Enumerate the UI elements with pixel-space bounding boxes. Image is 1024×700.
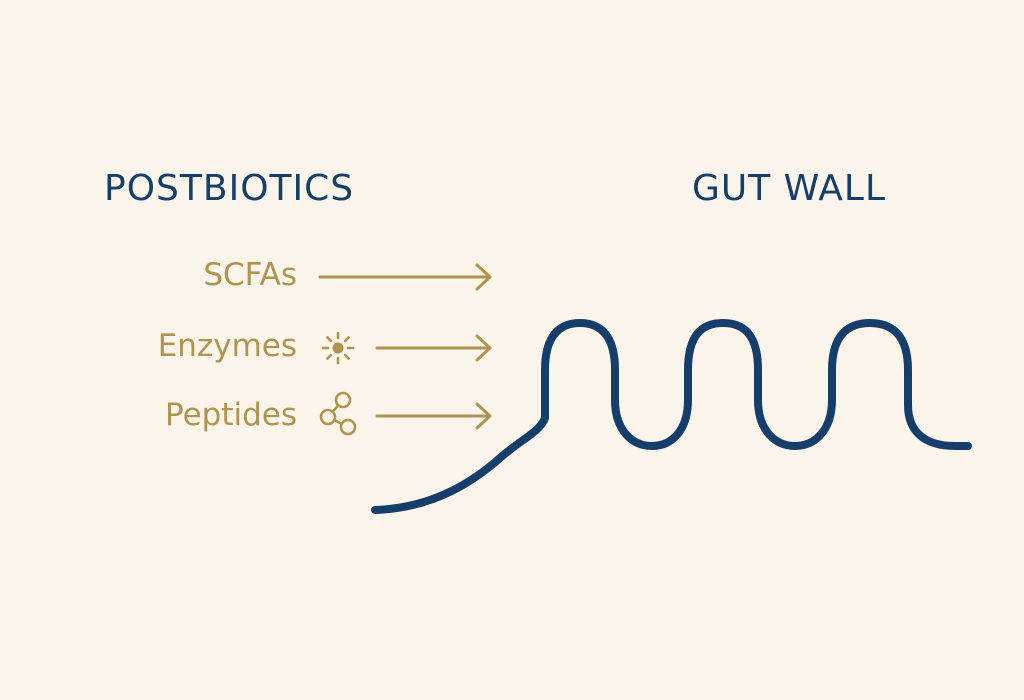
molecule-icon [319, 391, 357, 436]
gut-wall-wave [371, 319, 972, 514]
sun-icon [321, 331, 355, 365]
gut-wall-title: GUT WALL [692, 168, 887, 209]
arrow-peptides [375, 402, 492, 430]
item-label-peptides: Peptides [164, 397, 297, 433]
item-label-enzymes: Enzymes [157, 328, 297, 364]
arrow-scfas [318, 263, 492, 291]
item-label-scfas: SCFAs [203, 257, 297, 293]
postbiotics-title: POSTBIOTICS [104, 168, 355, 209]
arrow-enzymes [375, 334, 492, 362]
